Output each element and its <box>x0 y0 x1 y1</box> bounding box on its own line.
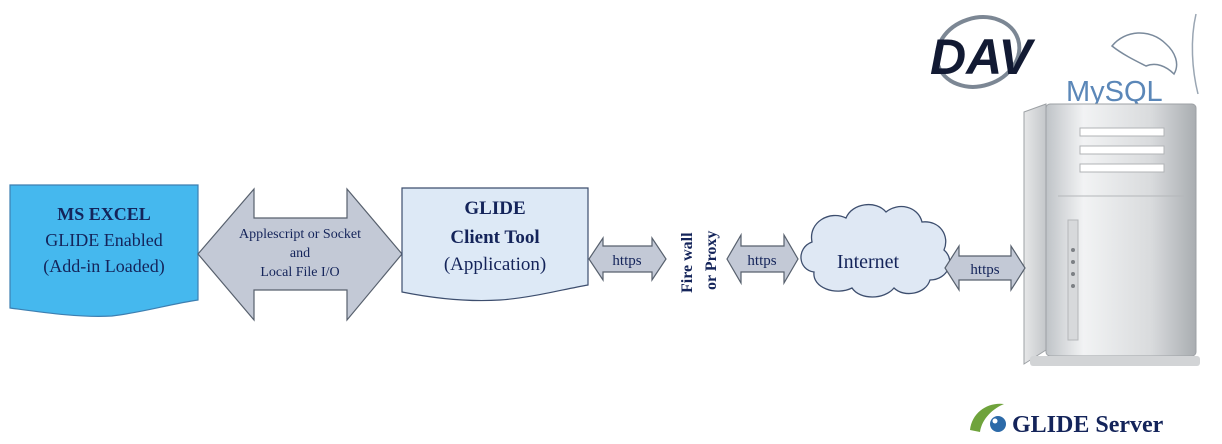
mysql-logo: MySQL <box>1066 13 1199 108</box>
dav-logo: DAV <box>930 15 1036 89</box>
firewall-line-2: or Proxy <box>703 231 720 290</box>
arrow-line-1: Applescript or Socket <box>239 227 361 242</box>
applescript-arrow: Applescript or Socket and Local File I/O <box>197 187 403 322</box>
glide-server-label: GLIDE Server <box>1012 412 1164 438</box>
cloud-label: Internet <box>837 251 900 273</box>
https-label-2: https <box>747 253 776 269</box>
https-arrow-2: https <box>726 232 799 286</box>
excel-line-3: (Add-in Loaded) <box>43 256 164 277</box>
client-line-3: (Application) <box>444 254 546 275</box>
glide-server-logo: GLIDE Server <box>970 403 1164 438</box>
dav-logo-text: DAV <box>930 29 1036 85</box>
dolphin-icon <box>1110 32 1178 76</box>
excel-box: MS EXCEL GLIDE Enabled (Add-in Loaded) <box>9 184 199 317</box>
https-label-1: https <box>612 253 641 269</box>
glide-logo-icon <box>970 403 1004 432</box>
client-line-2: Client Tool <box>450 227 539 248</box>
https-label-3: https <box>970 262 999 278</box>
firewall-line-1: Fire wall <box>679 232 696 293</box>
arrow-line-3: Local File I/O <box>260 265 339 280</box>
https-arrow-1: https <box>588 236 667 282</box>
cloud-icon: Internet <box>800 204 951 298</box>
https-arrow-3: https <box>944 243 1026 293</box>
mysql-logo-text: MySQL <box>1066 76 1163 108</box>
arrow-line-2: and <box>290 246 310 261</box>
client-tool-box: GLIDE Client Tool (Application) <box>401 187 589 302</box>
server-tower-icon <box>1023 103 1200 366</box>
excel-title: MS EXCEL <box>57 204 151 224</box>
client-title: GLIDE <box>464 198 525 219</box>
excel-line-2: GLIDE Enabled <box>45 230 162 250</box>
firewall-label: Fire wall or Proxy <box>679 231 720 293</box>
